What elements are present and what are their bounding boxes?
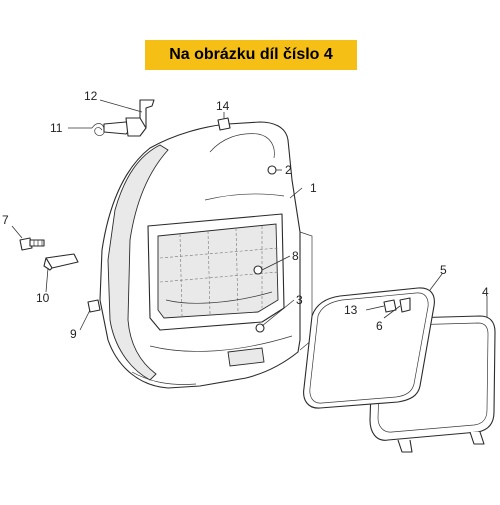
clip-part-6 bbox=[399, 297, 411, 313]
callout-3: 3 bbox=[296, 293, 303, 307]
callout-11: 11 bbox=[50, 121, 63, 135]
clip-part-9 bbox=[87, 299, 101, 313]
callout-2: 2 bbox=[285, 163, 292, 177]
callout-14: 14 bbox=[216, 99, 230, 113]
callout-10: 10 bbox=[36, 291, 50, 305]
screw-part-8 bbox=[253, 265, 263, 275]
screw-part-2 bbox=[267, 165, 277, 175]
callout-8: 8 bbox=[292, 249, 299, 263]
screw-part-7 bbox=[19, 237, 45, 251]
title-banner: Na obrázku díl číslo 4 bbox=[145, 40, 357, 70]
callout-7: 7 bbox=[2, 213, 9, 227]
callout-1: 1 bbox=[310, 181, 317, 195]
leader-lines bbox=[11, 99, 488, 331]
callout-9: 9 bbox=[70, 327, 77, 341]
clip-part-14 bbox=[217, 117, 231, 131]
spring-part-11 bbox=[91, 117, 147, 137]
inner-panel-part bbox=[99, 121, 313, 389]
sheet-part-5 bbox=[303, 287, 435, 409]
callout-4: 4 bbox=[482, 285, 489, 299]
callout-5: 5 bbox=[440, 263, 447, 277]
clip-part-10 bbox=[43, 253, 79, 271]
title-text: Na obrázku díl číslo 4 bbox=[169, 46, 333, 63]
clip-part-13 bbox=[383, 299, 397, 313]
callout-13: 13 bbox=[344, 303, 358, 317]
callout-12: 12 bbox=[84, 89, 98, 103]
callout-6: 6 bbox=[376, 319, 383, 333]
